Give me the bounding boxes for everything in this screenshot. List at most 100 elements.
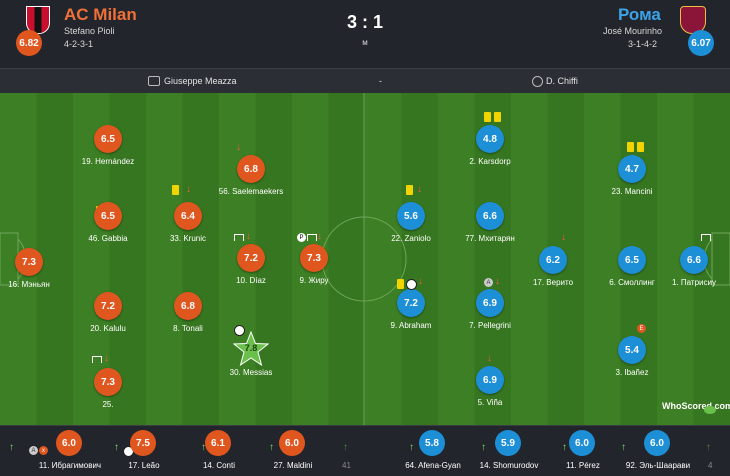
second-yellow-card-icon xyxy=(637,142,644,152)
player-name: 1. Патрисиу xyxy=(672,278,716,287)
player-rating: 4.7 xyxy=(618,155,646,183)
player-name: 8. Tonali xyxy=(173,324,203,333)
player-smalling[interactable]: 6.5 6. Смоллинг xyxy=(597,246,667,296)
yellow-card-icon xyxy=(406,185,413,195)
info-separator: - xyxy=(379,76,382,86)
own-goal-icon: E xyxy=(637,324,646,333)
player-rating: 6.6 xyxy=(476,202,504,230)
sub-on-arrow-icon: ↑ xyxy=(201,442,206,453)
player-name: 27. Maldini xyxy=(273,461,313,470)
pitch: 6.5 19. Hernández 6.5 46. Gabbia 7.3 16.… xyxy=(0,93,730,425)
player-krunic[interactable]: 6.4 33. Krunic xyxy=(153,202,223,252)
sub-on-arrow-icon: ↑ xyxy=(562,442,567,453)
player-rating: 7.3 xyxy=(94,368,122,396)
bench-more-away[interactable]: 4 xyxy=(708,461,713,470)
bench-player-afena-gyan[interactable]: 5.8 64. Afena-Gyan xyxy=(388,426,478,472)
player-diaz[interactable]: 7.2 10. Díaz xyxy=(216,244,286,294)
yellow-card-icon xyxy=(484,112,491,122)
player-name: 25. xyxy=(102,400,114,409)
sub-off-arrow-icon: ↓ xyxy=(186,184,191,195)
yellow-card-icon xyxy=(627,142,634,152)
assist-icon: A xyxy=(29,446,38,455)
substitutes-bench: ↑ A x 6.0 11. Ибрагимович ↑ 7.5 17. Leão… xyxy=(0,425,730,476)
player-abraham[interactable]: 7.2 9. Abraham xyxy=(376,289,446,339)
whistle-icon xyxy=(532,76,543,87)
player-25[interactable]: 7.3 25. xyxy=(73,368,143,418)
away-team-name[interactable]: Рома xyxy=(618,5,661,24)
sub-off-arrow-icon: ↓ xyxy=(495,276,500,287)
second-yellow-card-icon xyxy=(494,112,501,122)
home-team-name[interactable]: AC Milan xyxy=(64,5,137,24)
player-name: 14. Conti xyxy=(202,461,236,470)
sub-on-arrow-icon: ↑ xyxy=(481,442,486,453)
player-name: 30. Messias xyxy=(229,368,273,377)
match-header: 6.82 AC Milan Stefano Pioli 4-2-3-1 3 : … xyxy=(0,0,730,68)
sub-off-arrow-icon: ↓ xyxy=(104,353,109,364)
away-crest-icon[interactable] xyxy=(680,6,706,34)
player-name: 17. Leão xyxy=(128,461,160,470)
goal-ball-icon xyxy=(234,325,245,336)
sub-off-arrow-icon: ↓ xyxy=(561,232,566,243)
home-crest-icon[interactable] xyxy=(26,6,50,34)
sub-on-arrow-icon: ↑ xyxy=(706,442,711,453)
substitution-icon xyxy=(307,234,317,241)
player-rating: 6.8 xyxy=(237,155,265,183)
whoscored-logo: WhoScored.com xyxy=(662,401,730,411)
player-rating: 7.2 xyxy=(397,289,425,317)
sub-off-arrow-icon: ↓ xyxy=(236,142,241,153)
player-kalulu[interactable]: 7.2 20. Kalulu xyxy=(73,292,143,342)
bench-player-maldini[interactable]: 6.0 27. Maldini xyxy=(248,426,338,472)
player-rating: 7.3 xyxy=(15,248,43,276)
player-ibanez[interactable]: 5.4 3. Ibañez xyxy=(597,336,667,386)
match-score: 3 : 1 xyxy=(346,12,384,32)
home-formation: 4-2-3-1 xyxy=(64,39,94,49)
substitution-icon xyxy=(234,234,244,241)
home-manager: Stefano Pioli xyxy=(64,26,115,36)
player-tonali[interactable]: 6.8 8. Tonali xyxy=(153,292,223,342)
player-veretout[interactable]: 6.2 17. Верито xyxy=(518,246,588,296)
match-info-bar: Giuseppe Meazza - D. Chiffi xyxy=(0,68,730,94)
player-name: 9. Abraham xyxy=(390,321,432,330)
player-rating: 7.2 xyxy=(237,244,265,272)
player-saelemaekers[interactable]: 6.8 56. Saelemaekers xyxy=(216,155,286,205)
sub-on-arrow-icon: ↑ xyxy=(114,442,119,453)
player-name: 16. Мэньян xyxy=(8,280,50,289)
player-rating: 6.0 xyxy=(279,430,305,456)
sub-on-arrow-icon: ↑ xyxy=(269,442,274,453)
player-maignan[interactable]: 7.3 16. Мэньян xyxy=(0,248,70,298)
bench-player-leao[interactable]: 7.5 17. Leão xyxy=(99,426,189,472)
bench-player-shomurodov[interactable]: 5.9 14. Shomurodov xyxy=(464,426,554,472)
player-rating: 6.5 xyxy=(618,246,646,274)
bench-more-home[interactable]: 41 xyxy=(342,461,351,470)
player-hernandez[interactable]: 6.5 19. Hernández xyxy=(73,125,143,175)
bench-player-el-shaarawy[interactable]: 6.0 92. Эль-Шаарави xyxy=(613,426,703,472)
yellow-card-icon xyxy=(172,185,179,195)
player-karsdorp[interactable]: 4.8 2. Karsdorp xyxy=(455,125,525,175)
player-zaniolo[interactable]: 5.6 22. Zaniolo xyxy=(376,202,446,252)
sub-off-arrow-icon: ↓ xyxy=(418,276,423,287)
player-pellegrini[interactable]: 6.9 7. Pellegrini xyxy=(455,289,525,339)
player-rating: 7.2 xyxy=(94,292,122,320)
player-vina[interactable]: 6.9 5. Viña xyxy=(455,366,525,416)
player-gabbia[interactable]: 6.5 46. Gabbia xyxy=(73,202,143,252)
player-name: 6. Смоллинг xyxy=(609,278,655,287)
player-rui-patricio[interactable]: 6.6 1. Патрисиу xyxy=(659,246,729,296)
player-messias[interactable]: 7.8 30. Messias xyxy=(216,330,286,386)
player-rating: 7.5 xyxy=(130,430,156,456)
player-rating: 6.5 xyxy=(94,202,122,230)
bench-player-conti[interactable]: 6.1 14. Conti xyxy=(174,426,264,472)
player-name: 33. Krunic xyxy=(169,234,207,243)
substitution-icon xyxy=(92,356,102,363)
player-rating: 7.8 xyxy=(244,343,258,353)
player-rating: 5.9 xyxy=(495,430,521,456)
player-rating: 6.5 xyxy=(94,125,122,153)
player-giroud[interactable]: 7.3 9. Жиру xyxy=(279,244,349,294)
bench-player-ibrahimovic[interactable]: 6.0 11. Ибрагимович xyxy=(25,426,115,472)
bench-player-perez[interactable]: 6.0 11. Pérez xyxy=(538,426,628,472)
man-of-the-match-star-icon: 7.8 xyxy=(232,330,270,367)
player-name: 11. Pérez xyxy=(566,461,600,470)
player-mancini[interactable]: 4.7 23. Mancini xyxy=(597,155,667,205)
player-name: 11. Ибрагимович xyxy=(38,461,102,470)
player-mkhitaryan[interactable]: 6.6 77. Мхитарян xyxy=(455,202,525,252)
away-formation: 3-1-4-2 xyxy=(628,39,658,49)
